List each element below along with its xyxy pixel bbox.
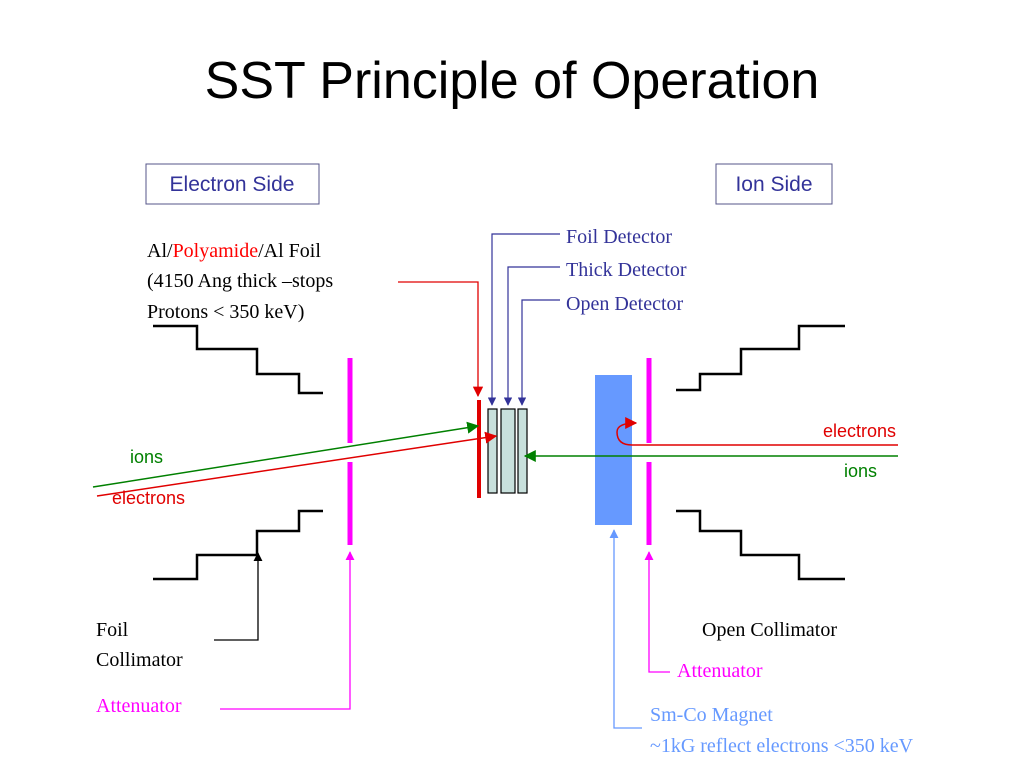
ion-side-box: Ion Side bbox=[715, 163, 833, 205]
open-collimator-upper bbox=[676, 324, 845, 392]
thick-detector-label: Thick Detector bbox=[566, 259, 687, 281]
foil-label-line2: (4150 Ang thick –stops bbox=[147, 270, 333, 292]
open-collimator-label: Open Collimator bbox=[702, 619, 837, 641]
magnet-label-line2: ~1kG reflect electrons <350 keV bbox=[650, 735, 914, 757]
foil-label-line1: Al/Polyamide/Al Foil bbox=[147, 240, 321, 262]
foil-detector bbox=[487, 408, 498, 494]
ions-label-left: ions bbox=[130, 447, 163, 467]
electron-side-frame bbox=[145, 163, 320, 205]
electrons-track-left bbox=[96, 431, 498, 497]
foil-collimator-label-line1: Foil bbox=[96, 619, 129, 641]
foil-callout-arrow bbox=[398, 281, 484, 398]
electron-side-label: Electron Side bbox=[170, 173, 295, 196]
ions-label-right: ions bbox=[844, 461, 877, 481]
foil-collimator-lower bbox=[153, 509, 323, 581]
ion-side-label: Ion Side bbox=[735, 173, 812, 196]
attenuator-right-label: Attenuator bbox=[677, 660, 763, 682]
page-title: SST Principle of Operation bbox=[205, 52, 820, 110]
foil-label-polyamide: Polyamide bbox=[173, 240, 259, 262]
electron-side-box: Electron Side bbox=[145, 163, 320, 205]
electrons-track-right bbox=[616, 417, 898, 446]
magnet-callout bbox=[609, 529, 642, 729]
electrons-label-right: electrons bbox=[823, 421, 896, 441]
magnet-label-line1: Sm-Co Magnet bbox=[650, 704, 773, 726]
foil-detector-label: Foil Detector bbox=[566, 226, 672, 248]
foil-collimator-upper bbox=[153, 324, 323, 395]
foil-label-prefix: Al/ bbox=[147, 240, 173, 262]
attenuator-left-label: Attenuator bbox=[96, 695, 182, 717]
attenuator-right-callout bbox=[644, 551, 670, 673]
foil-collimator-label-line2: Collimator bbox=[96, 649, 183, 671]
open-collimator-lower bbox=[676, 509, 845, 581]
ions-track-left bbox=[92, 421, 480, 488]
foil-label-suffix: /Al Foil bbox=[258, 240, 321, 262]
open-detector bbox=[517, 408, 528, 494]
ion-side-frame bbox=[715, 163, 833, 205]
foil-label-line3: Protons < 350 keV) bbox=[147, 301, 304, 323]
foil-collimator-callout bbox=[214, 552, 263, 641]
open-detector-callout bbox=[517, 299, 560, 406]
attenuator-left-callout bbox=[220, 551, 355, 710]
thick-detector-callout bbox=[503, 266, 560, 406]
open-detector-label: Open Detector bbox=[566, 293, 684, 315]
foil-detector-callout bbox=[487, 233, 560, 406]
electrons-label-left: electrons bbox=[112, 488, 185, 508]
thick-detector bbox=[500, 408, 516, 494]
sm-co-magnet bbox=[595, 375, 632, 525]
